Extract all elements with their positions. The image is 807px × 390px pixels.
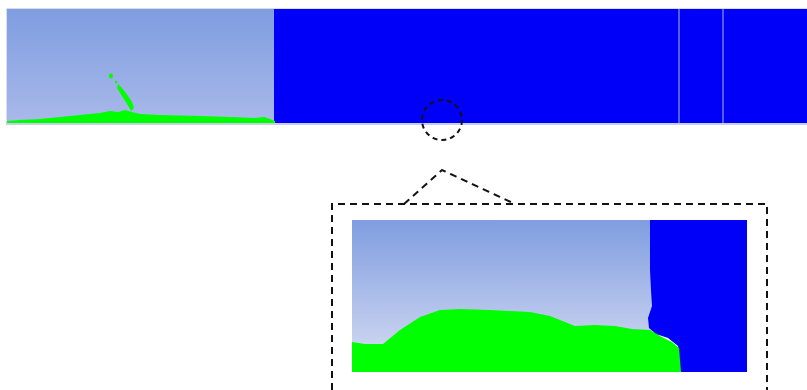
detail-inset	[352, 220, 747, 372]
splash-filament	[117, 84, 134, 111]
detail-liquid-front	[648, 220, 747, 372]
zoom-callout-leader	[403, 168, 516, 205]
zoom-focus-circle	[421, 99, 463, 141]
droplet-2	[114, 80, 118, 84]
domain-floor-line	[6, 123, 807, 125]
liquid-column	[274, 9, 807, 124]
droplet-1	[109, 73, 113, 79]
detail-deposit-layer	[352, 309, 681, 372]
deposit-layer	[7, 110, 275, 124]
air-region	[7, 9, 275, 124]
zoom-box-outline	[331, 203, 768, 390]
domain-strip	[6, 8, 807, 125]
